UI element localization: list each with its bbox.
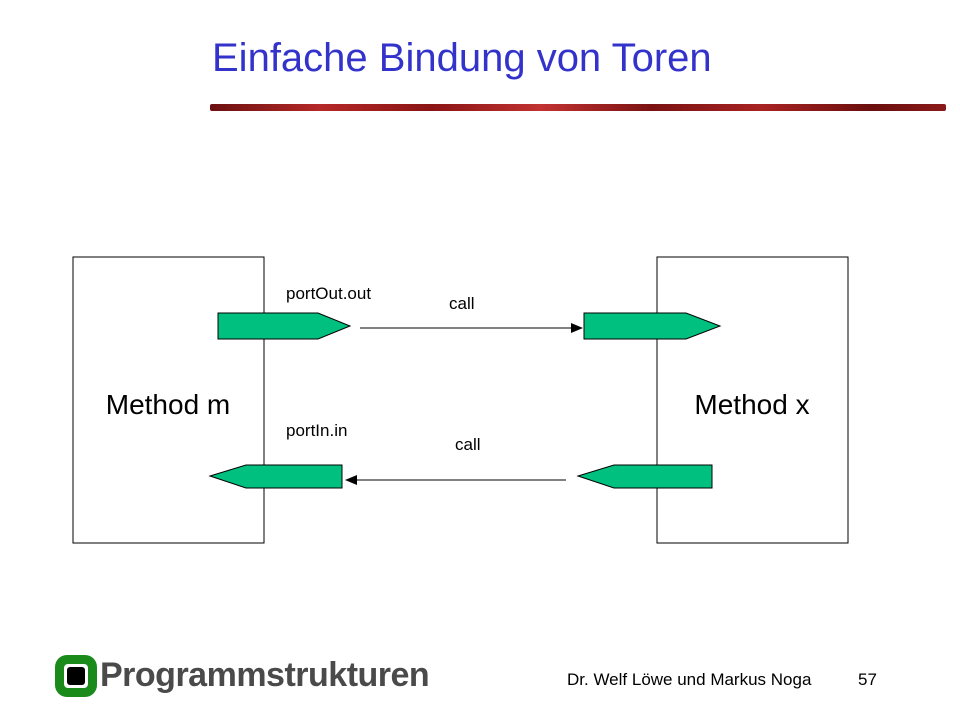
- page-number: 57: [858, 670, 877, 689]
- footer-author: Dr. Welf Löwe und Markus Noga: [567, 670, 812, 689]
- port-in-x: [576, 464, 713, 489]
- port-out-x: [583, 312, 722, 340]
- logo-wordmark: Programmstrukturen: [100, 656, 430, 694]
- slide-title: Einfache Bindung von Toren: [212, 36, 712, 80]
- port-in-label: portIn.in: [286, 421, 347, 440]
- call-label-bottom: call: [455, 435, 481, 454]
- method-x-label: Method x: [694, 389, 809, 420]
- port-out-label: portOut.out: [286, 284, 371, 303]
- method-x-box: [656, 256, 849, 544]
- programmstrukturen-logo-icon: [55, 655, 97, 697]
- method-m-label: Method m: [106, 389, 231, 420]
- port-out-m: [217, 312, 352, 340]
- call-label-top: call: [449, 294, 475, 313]
- port-in-m: [208, 464, 343, 489]
- method-m-box: [72, 256, 265, 544]
- title-underline-rule: [210, 104, 946, 111]
